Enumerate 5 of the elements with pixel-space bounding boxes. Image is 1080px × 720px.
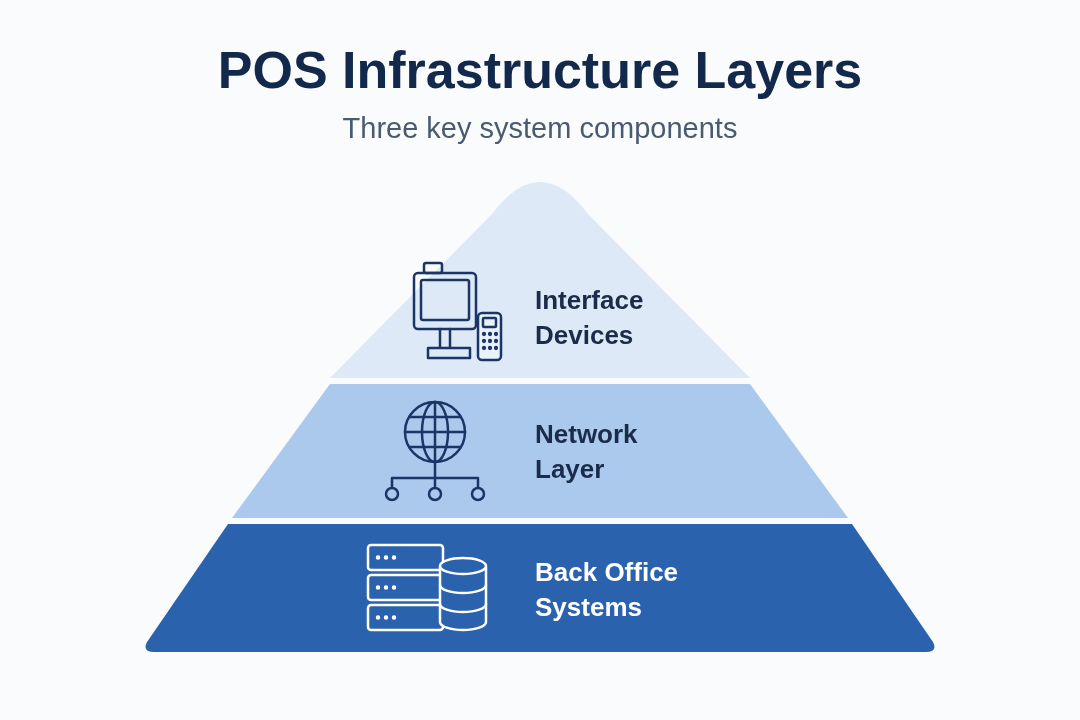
tier-label: Network Layer (535, 418, 639, 486)
subtitle: Three key system components (341, 112, 739, 145)
tier-label: Interface Devices (535, 284, 645, 352)
tier-label: Back Office Systems (535, 556, 680, 624)
title: POS Infrastructure Layers (216, 40, 864, 100)
